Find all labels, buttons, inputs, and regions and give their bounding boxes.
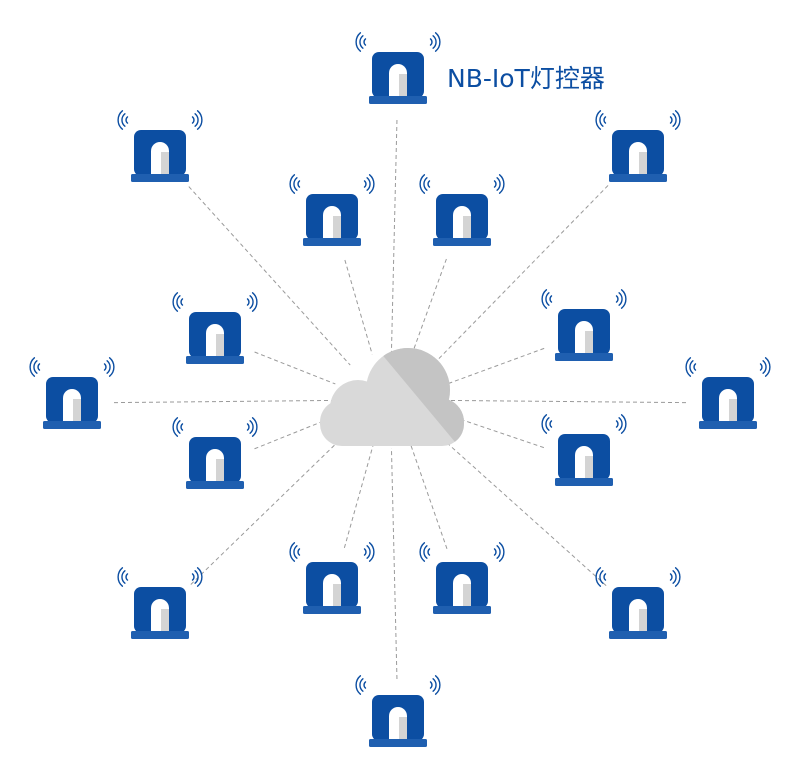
link-line	[430, 185, 609, 367]
cloud-icon	[320, 348, 464, 446]
connection-lines	[113, 119, 687, 680]
link-line	[254, 351, 336, 385]
nb-iot-light-controller-icon	[172, 417, 258, 489]
link-line	[447, 399, 687, 404]
wireless-signal-icon	[289, 542, 375, 562]
wireless-signal-icon	[172, 417, 258, 437]
nb-iot-light-controller-icon	[685, 357, 771, 429]
nb-iot-light-controller-icon	[117, 110, 203, 182]
cloud-hub	[320, 348, 464, 446]
wireless-signal-icon	[685, 357, 771, 377]
nb-iot-light-controller-icon	[355, 675, 441, 747]
nb-iot-light-controller-icon	[117, 567, 203, 639]
link-line	[344, 259, 373, 355]
nb-iot-light-controller-icon	[419, 174, 505, 246]
wireless-signal-icon	[29, 357, 115, 377]
link-line	[411, 258, 447, 356]
wireless-signal-icon	[595, 567, 681, 587]
wireless-signal-icon	[355, 675, 441, 695]
link-line	[390, 119, 398, 353]
nb-iot-light-controller-icon	[355, 32, 441, 104]
nb-iot-light-controller-icon	[595, 567, 681, 639]
nb-iot-light-controller-icon	[419, 542, 505, 614]
link-line	[113, 399, 333, 404]
link-line	[343, 445, 374, 549]
controller-nodes	[29, 32, 771, 747]
link-line	[188, 186, 351, 366]
wireless-signal-icon	[117, 110, 203, 130]
controller-label: NB-IoT灯控器	[447, 64, 605, 93]
link-line	[190, 432, 348, 585]
nb-iot-light-controller-icon	[172, 292, 258, 364]
wireless-signal-icon	[355, 32, 441, 52]
wireless-signal-icon	[419, 542, 505, 562]
nb-iot-light-controller-icon	[541, 414, 627, 486]
wireless-signal-icon	[541, 414, 627, 434]
nb-iot-light-controller-icon	[595, 110, 681, 182]
link-line	[390, 447, 398, 680]
nb-iot-light-controller-icon	[289, 174, 375, 246]
nb-iot-light-controller-icon	[29, 357, 115, 429]
nb-iot-light-controller-icon	[289, 542, 375, 614]
wireless-signal-icon	[595, 110, 681, 130]
wireless-signal-icon	[541, 289, 627, 309]
wireless-signal-icon	[289, 174, 375, 194]
link-line	[433, 430, 607, 587]
nb-iot-light-controller-icon	[541, 289, 627, 361]
wireless-signal-icon	[172, 292, 258, 312]
wireless-signal-icon	[117, 567, 203, 587]
wireless-signal-icon	[419, 174, 505, 194]
link-line	[410, 444, 448, 549]
link-line	[444, 347, 545, 386]
